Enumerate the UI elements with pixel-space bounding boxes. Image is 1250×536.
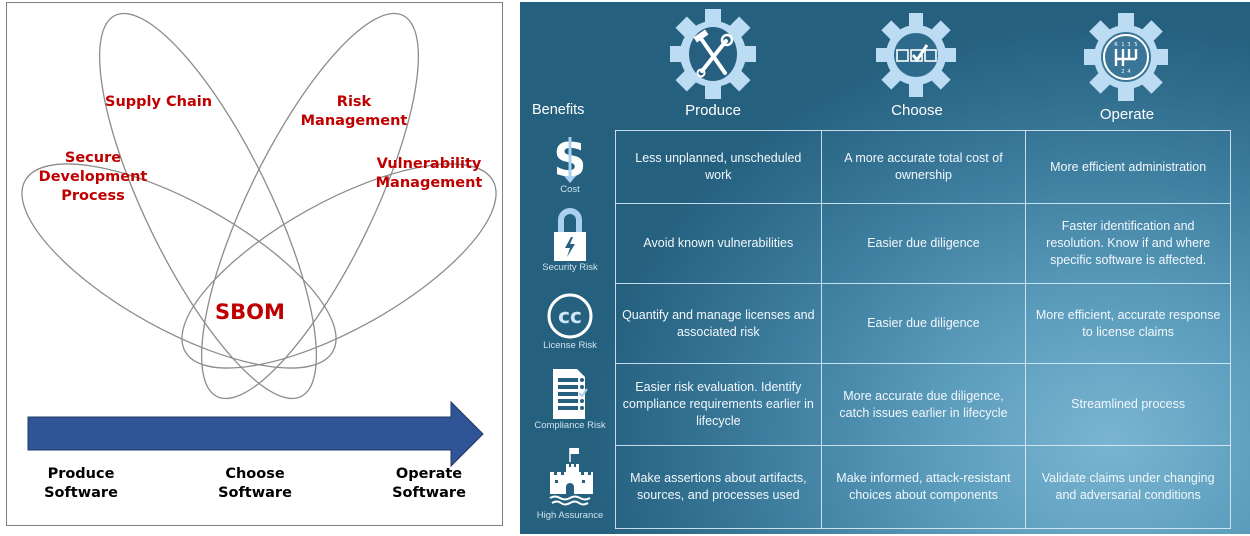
- row-header-cost: S Cost: [525, 136, 615, 195]
- gear-digit: 1: [1121, 42, 1124, 48]
- risk-management-line-2: Management: [300, 113, 408, 129]
- vulnerability-management-line-1: Vulnerability: [376, 156, 482, 172]
- stage-produce-line-2: Software: [44, 485, 118, 501]
- stage-produce: Produce Software: [21, 465, 141, 503]
- table-cell: Make informed, attack-resistant choices …: [820, 445, 1027, 529]
- stage-choose-line-1: Choose: [225, 466, 285, 482]
- gear-tools-icon: [670, 9, 756, 99]
- table-cell: Easier due diligence: [820, 203, 1027, 284]
- table-cell: More efficient administration: [1025, 130, 1231, 204]
- vulnerability-management-line-2: Management: [375, 175, 483, 191]
- stage-choose: Choose Software: [195, 465, 315, 503]
- gear-checkbox-icon: [876, 13, 956, 97]
- gear-digit: R: [1114, 42, 1118, 48]
- row-header-high-assurance: High Assurance: [525, 446, 615, 521]
- gear-digit: 4: [1127, 69, 1130, 75]
- column-header-choose: Choose: [891, 102, 943, 119]
- table-row-license-risk: Quantify and manage licenses and associa…: [615, 283, 1231, 364]
- table-cell: Avoid known vulnerabilities: [615, 203, 822, 284]
- row-label-license-risk: License Risk: [543, 340, 597, 351]
- risk-management-line-1: Risk: [336, 94, 372, 110]
- secure-development-line-3: Process: [61, 188, 125, 204]
- table-row-high-assurance: Make assertions about artifacts, sources…: [615, 445, 1231, 529]
- stage-operate-line-2: Software: [392, 485, 466, 501]
- sbom-benefits-table-panel: R 1 3 5 2 4 Benefits Produce Choose Oper…: [520, 2, 1250, 534]
- table-cell: Easier due diligence: [820, 283, 1027, 364]
- benefits-table: Less unplanned, unscheduled work A more …: [615, 130, 1231, 529]
- vulnerability-management-label: Vulnerability Management: [367, 155, 491, 193]
- stage-produce-line-1: Produce: [47, 466, 115, 482]
- table-cell: A more accurate total cost of ownership: [820, 130, 1027, 204]
- svg-text:cc: cc: [558, 304, 582, 328]
- lifecycle-arrow: [27, 400, 484, 468]
- sbom-venn-diagram: Supply Chain Risk Management Secure Deve…: [6, 2, 503, 526]
- supply-chain-ellipse: [98, 12, 318, 400]
- checklist-icon: [553, 369, 588, 419]
- secure-development-ellipse: [21, 163, 337, 369]
- dollar-down-icon: S: [553, 136, 586, 184]
- table-cell: Validate claims under changing and adver…: [1025, 445, 1231, 529]
- creative-commons-icon: cc: [547, 293, 593, 339]
- venn-ellipses: [21, 12, 497, 468]
- stage-operate-line-1: Operate: [395, 466, 463, 482]
- table-cell: Less unplanned, unscheduled work: [615, 130, 822, 204]
- supply-chain-label: Supply Chain: [105, 94, 213, 110]
- castle-icon: [549, 448, 593, 506]
- benefits-header: Benefits: [532, 102, 585, 118]
- secure-development-label: Secure Development Process: [35, 149, 151, 206]
- row-label-compliance-risk: Compliance Risk: [534, 420, 606, 431]
- sbom-label: SBOM: [215, 300, 285, 324]
- gear-gearshift-icon: R 1 3 5 2 4: [1084, 13, 1168, 101]
- table-row-security-risk: Avoid known vulnerabilities Easier due d…: [615, 203, 1231, 284]
- column-header-produce: Produce: [685, 102, 741, 119]
- table-row-compliance-risk: Easier risk evaluation. Identify complia…: [615, 363, 1231, 446]
- row-header-compliance-risk: Compliance Risk: [525, 368, 615, 431]
- table-cell: Streamlined process: [1025, 363, 1231, 446]
- risk-management-label: Risk Management: [289, 93, 419, 131]
- gear-digit: 5: [1134, 42, 1137, 48]
- table-row-cost: Less unplanned, unscheduled work A more …: [615, 130, 1231, 204]
- row-header-license-risk: cc License Risk: [525, 292, 615, 351]
- table-cell: Make assertions about artifacts, sources…: [615, 445, 822, 529]
- row-header-security-risk: Security Risk: [525, 208, 615, 273]
- padlock-lightning-icon: [554, 208, 586, 261]
- column-header-operate: Operate: [1099, 106, 1155, 123]
- vulnerability-management-ellipse: [181, 163, 497, 369]
- gear-digit: 2: [1121, 69, 1124, 75]
- table-cell: Quantify and manage licenses and associa…: [615, 283, 822, 364]
- gear-digit: 3: [1127, 42, 1130, 48]
- row-label-security-risk: Security Risk: [542, 262, 598, 273]
- table-cell: More efficient, accurate response to lic…: [1025, 283, 1231, 364]
- stage-choose-line-2: Software: [218, 485, 292, 501]
- row-label-high-assurance: High Assurance: [536, 510, 604, 521]
- risk-management-ellipse: [200, 12, 420, 400]
- secure-development-line-1: Secure: [64, 150, 122, 166]
- stage-operate: Operate Software: [369, 465, 489, 503]
- table-cell: More accurate due diligence, catch issue…: [820, 363, 1027, 446]
- row-label-cost: Cost: [560, 184, 580, 195]
- table-cell: Easier risk evaluation. Identify complia…: [615, 363, 822, 446]
- table-cell: Faster identification and resolution. Kn…: [1025, 203, 1231, 284]
- secure-development-line-2: Development: [38, 169, 148, 185]
